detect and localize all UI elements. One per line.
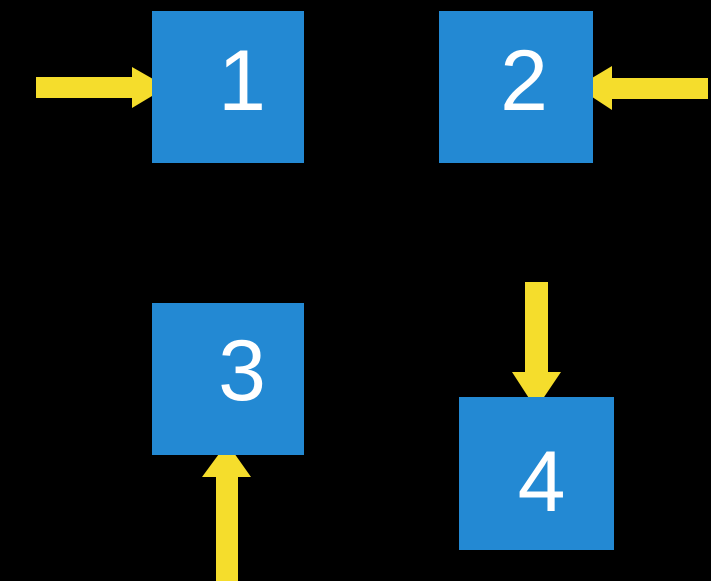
arrow-down-icon (512, 282, 561, 409)
diagram-box-1[interactable]: 1 (152, 11, 304, 163)
arrow-right-icon (36, 67, 167, 108)
diagram-box-2-label: 2 (500, 33, 548, 129)
diagram-box-4-label: 4 (517, 433, 566, 530)
diagram-box-4[interactable]: 4 (459, 397, 614, 550)
arrow-up-icon (202, 443, 251, 581)
arrow-left-icon (577, 66, 708, 110)
diagram-box-3-label: 3 (218, 323, 266, 419)
diagram-box-1-label: 1 (218, 33, 266, 129)
diagram-box-2[interactable]: 2 (439, 11, 593, 163)
diagram-box-3[interactable]: 3 (152, 303, 304, 455)
